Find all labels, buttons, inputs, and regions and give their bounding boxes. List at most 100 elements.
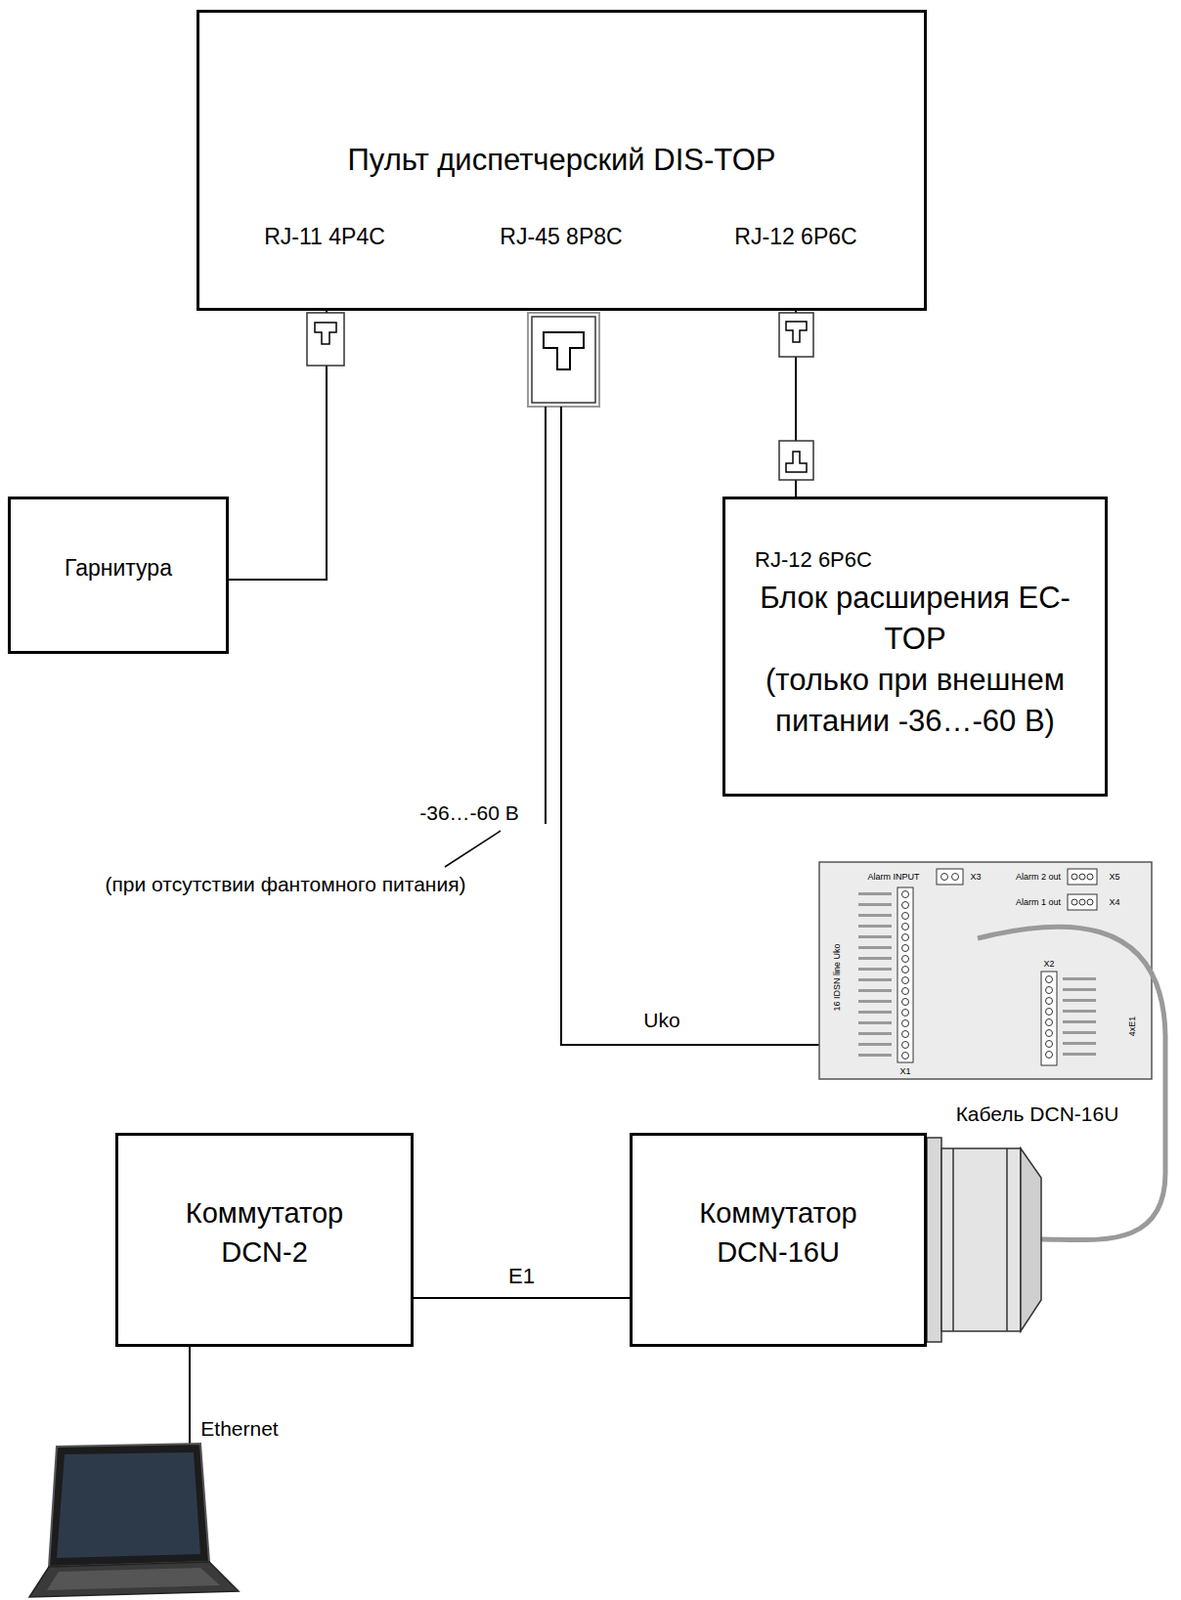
- terminal-pins: [902, 977, 910, 985]
- terminal-pins: [858, 957, 892, 961]
- leader-line: [444, 831, 501, 868]
- rj12-plug: [779, 312, 814, 357]
- device-box: Блок расширения EC-TOP(только при внешне…: [722, 496, 1108, 797]
- rj12-plug: [786, 321, 807, 343]
- terminal-pins: [858, 891, 1096, 1060]
- terminal-pins: [902, 902, 910, 910]
- board-marking: Alarm INPUT: [867, 872, 919, 882]
- terminal-pins: [858, 978, 892, 982]
- terminal-pins: [902, 1009, 910, 1017]
- terminal-pins: [1046, 1019, 1053, 1027]
- board-marking: 4xE1: [1127, 1016, 1138, 1038]
- terminal-pins: [858, 892, 892, 896]
- device-box: Коммутатор DCN-2: [115, 1133, 414, 1348]
- rj12-plug: [786, 451, 807, 473]
- terminal-pins: [858, 1053, 892, 1057]
- rj45-plug: [527, 312, 600, 407]
- cable-connector: [1006, 1148, 1008, 1332]
- laptop-picture: [48, 1443, 210, 1568]
- terminal-board: [1071, 899, 1078, 906]
- board-marking: Alarm 2 out: [1015, 872, 1061, 882]
- terminal-pins: [902, 999, 910, 1007]
- rj11-plug: [306, 312, 345, 366]
- terminal-pins: [1062, 1052, 1096, 1056]
- terminal-board: [941, 874, 949, 881]
- terminal-pins: [1062, 1031, 1096, 1035]
- terminal-board: [1067, 894, 1097, 911]
- terminal-pins: [1046, 976, 1053, 984]
- terminal-pins: [1062, 977, 1096, 981]
- terminal-pins: [902, 1020, 910, 1028]
- terminal-board: [1087, 899, 1094, 906]
- rj11-plug: [306, 312, 345, 366]
- board-marking: X4: [1108, 897, 1120, 908]
- power-wire: [544, 406, 547, 825]
- terminal-pins: [902, 945, 910, 953]
- terminal-board: [1067, 869, 1097, 885]
- terminal-pins: [902, 1052, 910, 1060]
- box-text: Коммутатор DCN-2: [162, 1194, 368, 1271]
- terminal-pins: [902, 956, 910, 963]
- device-box: Гарнитура: [7, 496, 229, 655]
- callout-label: -36…-60 В: [419, 801, 520, 826]
- terminal-pins: [858, 914, 892, 918]
- terminal-pins: [1046, 987, 1053, 995]
- terminal-pins: [858, 1000, 892, 1004]
- laptop-picture: [46, 1568, 220, 1591]
- terminal-pins: [1046, 1030, 1053, 1038]
- cable-connector: [952, 1148, 955, 1332]
- callout-label: RJ-12 6P6C: [734, 223, 857, 250]
- cable-connector: [926, 1137, 942, 1343]
- cable-connector: [941, 1148, 1021, 1332]
- laptop-picture: [29, 1443, 239, 1598]
- terminal-pins: [858, 1032, 892, 1036]
- rj45-plug: [527, 312, 600, 407]
- terminal-board: [819, 862, 1152, 1080]
- terminal-pins: [858, 1043, 892, 1047]
- laptop-picture: [56, 1452, 201, 1559]
- terminal-pins: [858, 935, 892, 939]
- terminal-pins: [1062, 1020, 1096, 1024]
- callout-label: RJ-12 6P6C: [754, 547, 873, 572]
- callout-label: RJ-11 4P4C: [263, 223, 386, 250]
- callout-label: Кабель DCN-16U: [956, 1102, 1120, 1127]
- terminal-pins: [1062, 999, 1096, 1003]
- board-marking: 16 IDSN line Uko: [831, 943, 842, 1011]
- terminal-pins: [858, 967, 892, 971]
- terminal-pins: [902, 1031, 910, 1039]
- rj45-plug: [531, 316, 596, 403]
- terminal-pins: [902, 1042, 910, 1050]
- terminal-board: [1087, 874, 1094, 880]
- rj12-plug: [779, 440, 814, 481]
- terminal-pins: [902, 934, 910, 942]
- cable-connector: [1020, 1148, 1042, 1332]
- box-text: Блок расширения EC-TOP: [743, 577, 1087, 660]
- terminal-pins: [1062, 1009, 1096, 1013]
- cable-connector: [926, 1137, 1042, 1343]
- box-text: Коммутатор DCN-16U: [675, 1194, 881, 1271]
- terminal-pins: [1046, 1051, 1053, 1059]
- terminal-board: [1041, 971, 1057, 1066]
- terminal-pins: [902, 891, 910, 899]
- terminal-board: [952, 874, 960, 881]
- terminal-pins: [1046, 1008, 1053, 1016]
- terminal-pins: [1062, 1042, 1096, 1046]
- terminal-pins: [858, 1010, 892, 1014]
- terminal-pins: [902, 923, 910, 931]
- box-text: Гарнитура: [64, 553, 173, 584]
- terminal-pins: [1046, 1041, 1053, 1049]
- terminal-board: [1079, 874, 1086, 880]
- board-marking: X2: [1043, 959, 1054, 969]
- callout-label: Uko: [643, 1008, 680, 1033]
- terminal-pins: [858, 1021, 892, 1025]
- terminal-board: [936, 869, 963, 885]
- board-marking: X3: [969, 872, 981, 882]
- laptop-picture: [29, 1562, 239, 1598]
- terminal-board: [897, 887, 914, 1063]
- callout-label: RJ-45 8P8C: [499, 223, 622, 250]
- board-marking: Alarm 1 out: [1015, 897, 1061, 908]
- terminal-pins: [902, 913, 910, 920]
- rj11-plug: [314, 322, 337, 345]
- rj12-plug: [779, 440, 814, 481]
